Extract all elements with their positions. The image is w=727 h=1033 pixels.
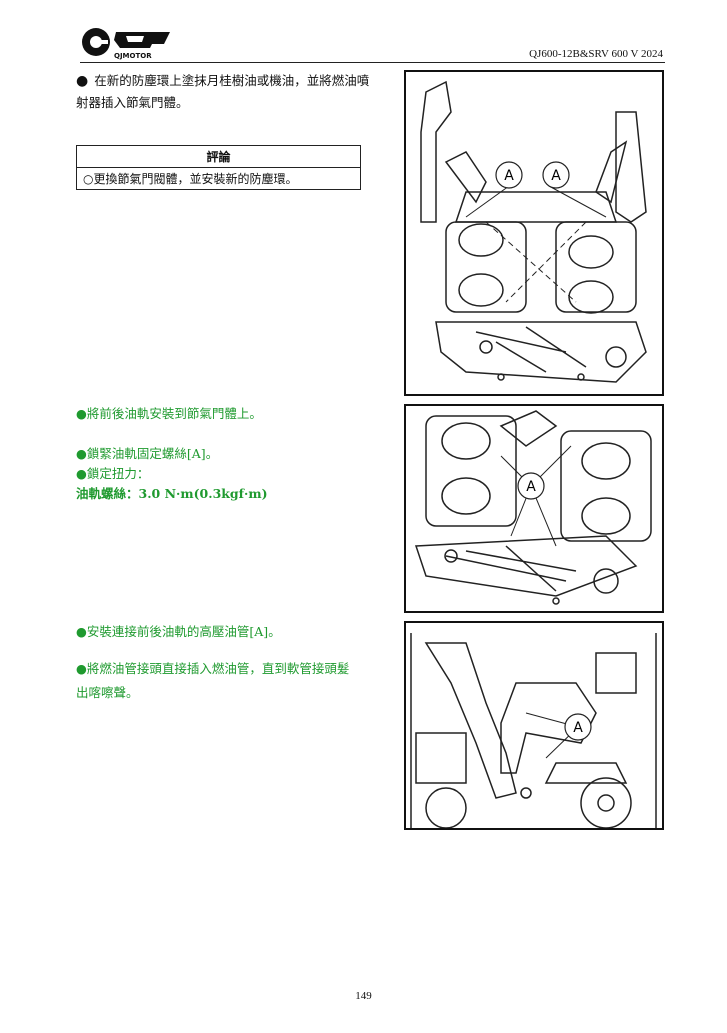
callout-label-a: A bbox=[526, 479, 536, 495]
step-connect-pipe: ●安裝連接前後油軌的高壓油管[A]。 bbox=[76, 624, 281, 639]
logo-wordmark: QJMOTOR bbox=[114, 52, 152, 60]
step-insert-hose-line2: 出喀嚓聲。 bbox=[76, 685, 139, 700]
header-divider bbox=[80, 62, 665, 63]
qjmotor-logo: QJMOTOR bbox=[80, 22, 180, 62]
figure-fuel-rail-bolts: A bbox=[404, 404, 664, 613]
comment-title: 評論 bbox=[76, 145, 361, 168]
page-number: 149 bbox=[355, 990, 372, 1002]
comment-box: 評論 ○更換節氣門閥體，並安裝新的防塵環。 bbox=[76, 145, 361, 190]
figure-high-pressure-pipe: A bbox=[404, 621, 664, 830]
intro-step-text: 在新的防塵環上塗抹月桂樹油或機油，並將燃油噴射器插入節氣門體。 bbox=[76, 73, 370, 110]
model-identifier: QJ600-12B&SRV 600 V 2024 bbox=[529, 48, 663, 60]
comment-body: ○更換節氣門閥體，並安裝新的防塵環。 bbox=[76, 167, 361, 190]
bullet-icon: ● bbox=[76, 73, 89, 89]
step-torque-value: 油軌螺絲：3.0 N·m(0.3kgf·m) bbox=[76, 486, 268, 501]
fuel-rail-diagram: A bbox=[414, 410, 652, 605]
step-torque-label: ●鎖定扭力： bbox=[76, 466, 150, 481]
step-insert-hose-line1: ●將燃油管接頭直接插入燃油管，直到軟管接頭髮 bbox=[76, 661, 350, 676]
callout-label-a: A bbox=[573, 720, 583, 736]
throttle-body-injector-diagram: A A bbox=[420, 80, 647, 383]
callout-label-a: A bbox=[551, 168, 561, 184]
step-install-rail: ●將前後油軌安裝到節氣門體上。 bbox=[76, 406, 262, 421]
callout-label-a: A bbox=[504, 168, 514, 184]
intro-step: ●在新的防塵環上塗抹月桂樹油或機油，並將燃油噴射器插入節氣門體。 bbox=[76, 70, 376, 114]
figure-fuel-injectors: A A bbox=[404, 70, 664, 396]
high-pressure-pipe-diagram: A bbox=[410, 633, 657, 828]
step-tighten-bolts: ●鎖緊油軌固定螺絲[A]。 bbox=[76, 446, 219, 461]
